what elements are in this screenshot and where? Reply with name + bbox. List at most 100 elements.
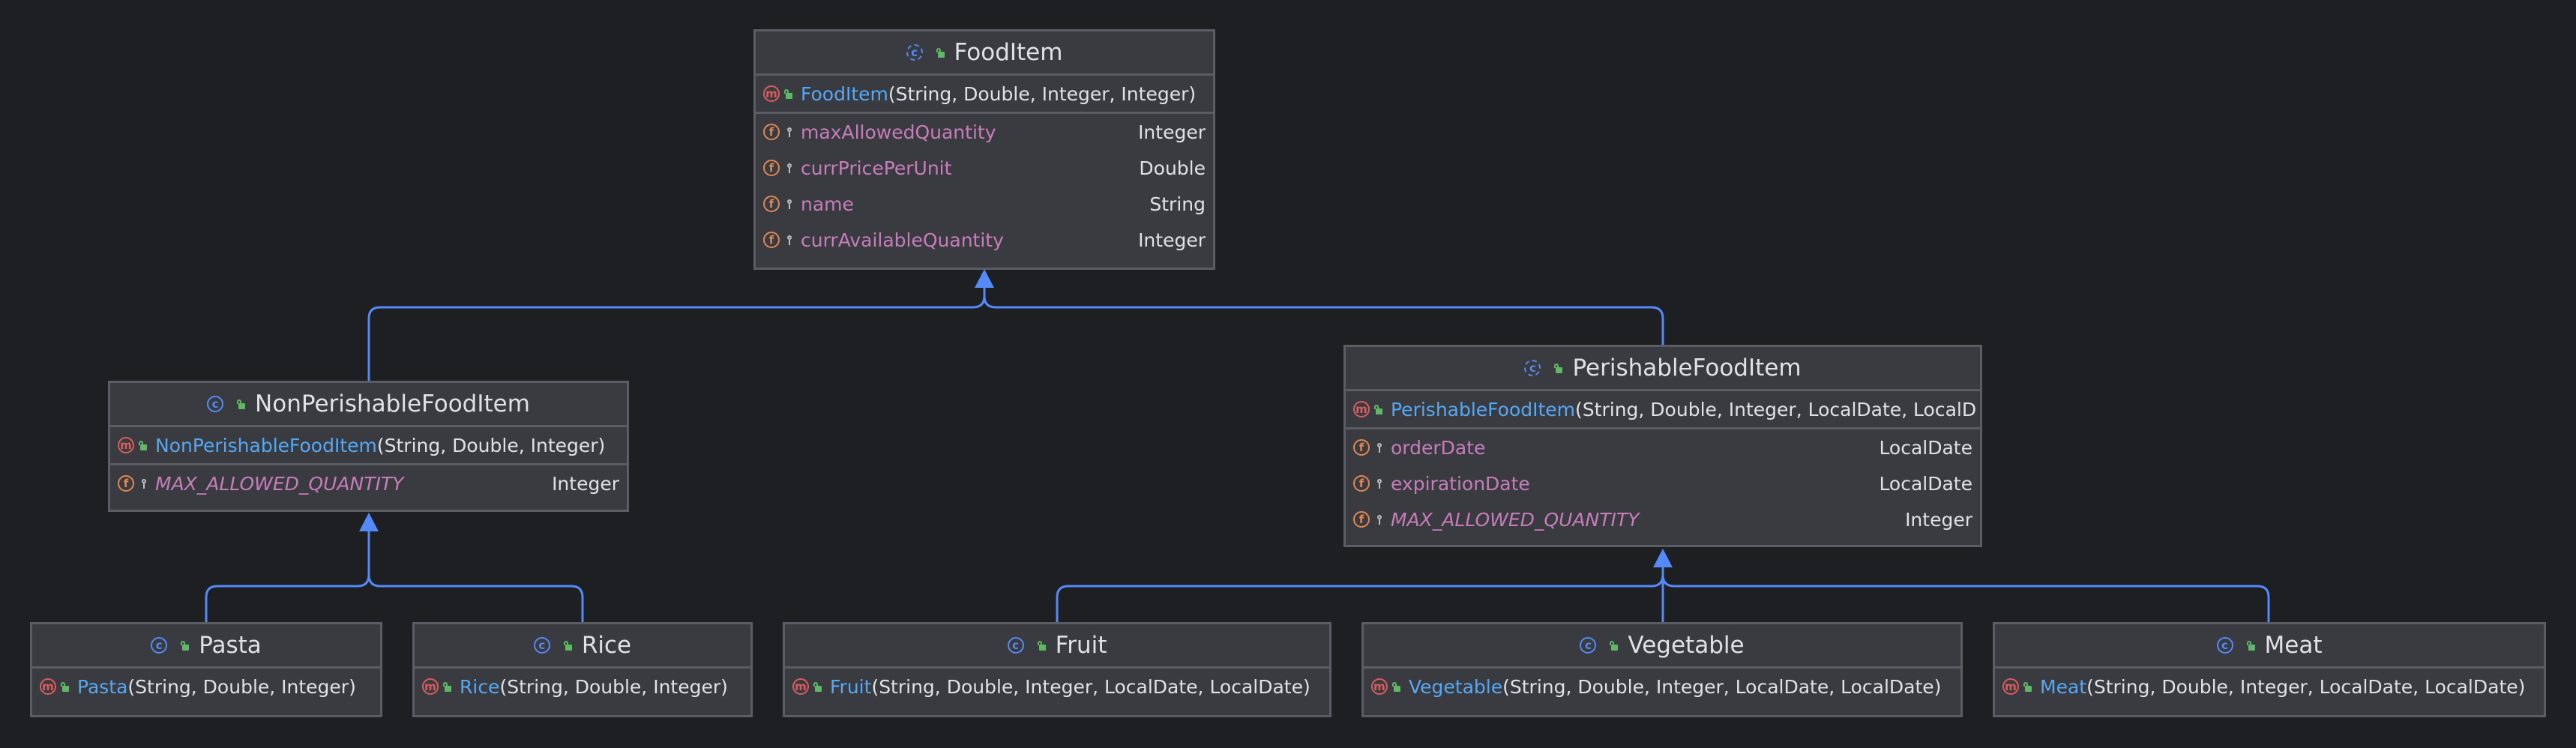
- field-row[interactable]: f name String: [756, 186, 1213, 222]
- class-perishablefooditem[interactable]: c PerishableFoodItem m PerishableFoodIte…: [1343, 345, 1982, 547]
- public-visibility-icon: [1374, 404, 1383, 414]
- field-row[interactable]: f orderDate LocalDate: [1346, 429, 1980, 465]
- class-header: c Fruit: [785, 624, 1329, 669]
- field-icon: f: [1353, 475, 1370, 492]
- class-vegetable[interactable]: c Vegetable m Vegetable(String, Double, …: [1361, 622, 1963, 717]
- constructor-name: PerishableFoodItem: [1391, 398, 1576, 420]
- constructor-row[interactable]: m FoodItem(String, Double, Integer, Inte…: [756, 76, 1213, 114]
- public-visibility-icon: [2246, 640, 2256, 651]
- method-icon: m: [40, 678, 56, 695]
- constructor-row[interactable]: m PerishableFoodItem(String, Double, Int…: [1346, 391, 1980, 429]
- field-name: orderDate: [1391, 436, 1486, 459]
- abstract-class-icon: c: [1524, 360, 1541, 376]
- edge-perishable-to-fooditem: [983, 277, 1664, 345]
- class-name: PerishableFoodItem: [1572, 355, 1802, 381]
- method-icon: m: [792, 678, 809, 695]
- method-icon: m: [2002, 678, 2019, 695]
- edge-nonperishable-to-fooditem: [367, 277, 986, 381]
- class-header: c Rice: [415, 624, 750, 669]
- constructor-params: (String, Double, Integer, LocalDate, Loc…: [871, 675, 1310, 698]
- class-icon: c: [1007, 637, 1024, 654]
- public-visibility-icon: [1610, 640, 1619, 651]
- class-header: c Pasta: [32, 624, 380, 669]
- field-type: Integer: [552, 472, 619, 495]
- field-row[interactable]: f MAX_ALLOWED_QUANTITY Integer: [110, 465, 627, 501]
- edge-rice-to-nonperishable: [367, 526, 584, 622]
- class-icon: c: [151, 637, 168, 654]
- field-row[interactable]: f currPricePerUnit Double: [756, 150, 1213, 186]
- class-pasta[interactable]: c Pasta m Pasta(String, Double, Integer): [30, 622, 382, 717]
- constructor-row[interactable]: m Meat(String, Double, Integer, LocalDat…: [1995, 669, 2544, 705]
- field-icon: f: [763, 124, 780, 140]
- constructor-params: (String, Double, Integer, LocalDate, Loc…: [1575, 398, 1977, 420]
- public-visibility-icon: [443, 681, 452, 692]
- method-icon: m: [1353, 401, 1370, 417]
- constructor-row[interactable]: m Rice(String, Double, Integer): [415, 669, 750, 705]
- private-visibility-icon: [784, 127, 793, 137]
- method-icon: m: [422, 678, 439, 695]
- field-icon: f: [763, 196, 780, 212]
- public-visibility-icon: [181, 640, 190, 651]
- method-icon: m: [763, 85, 780, 102]
- field-icon: f: [763, 232, 780, 248]
- public-visibility-icon: [1392, 681, 1401, 692]
- public-visibility-icon: [813, 681, 822, 692]
- class-meat[interactable]: c Meat m Meat(String, Double, Integer, L…: [1993, 622, 2546, 717]
- private-visibility-icon: [1374, 442, 1383, 453]
- class-icon: c: [533, 637, 550, 654]
- field-icon: f: [1353, 511, 1370, 528]
- private-visibility-icon: [1374, 478, 1383, 489]
- public-visibility-icon: [784, 88, 793, 99]
- private-visibility-icon: [1374, 514, 1383, 525]
- class-nonperishablefooditem[interactable]: c NonPerishableFoodItem m NonPerishableF…: [108, 381, 629, 512]
- class-rice[interactable]: c Rice m Rice(String, Double, Integer): [412, 622, 753, 717]
- private-visibility-icon: [784, 235, 793, 245]
- constructor-name: Vegetable: [1409, 675, 1503, 698]
- constructor-params: (String, Double, Integer): [499, 675, 728, 698]
- constructor-params: (String, Double, Integer): [376, 434, 606, 456]
- constructor-row[interactable]: m Vegetable(String, Double, Integer, Loc…: [1364, 669, 1960, 705]
- class-header: c Meat: [1995, 624, 2544, 669]
- class-name: NonPerishableFoodItem: [255, 390, 530, 417]
- field-type: Integer: [1138, 229, 1206, 251]
- constructor-params: (String, Double, Integer): [127, 675, 356, 698]
- field-type: String: [1149, 193, 1206, 215]
- private-visibility-icon: [139, 478, 148, 489]
- field-name: currPricePerUnit: [801, 157, 952, 179]
- class-fooditem[interactable]: c FoodItem m FoodItem(String, Double, In…: [753, 29, 1215, 270]
- public-visibility-icon: [139, 440, 148, 450]
- field-row[interactable]: f maxAllowedQuantity Integer: [756, 114, 1213, 150]
- class-name: FoodItem: [954, 39, 1063, 66]
- public-visibility-icon: [237, 399, 246, 409]
- constructor-name: Fruit: [830, 675, 872, 698]
- field-name: currAvailableQuantity: [801, 229, 1004, 251]
- abstract-class-icon: c: [906, 44, 923, 61]
- field-type: Integer: [1138, 121, 1206, 143]
- class-name: Vegetable: [1628, 632, 1745, 659]
- field-type: Double: [1139, 157, 1206, 179]
- private-visibility-icon: [784, 163, 793, 173]
- class-header: c PerishableFoodItem: [1346, 347, 1980, 391]
- public-visibility-icon: [1554, 363, 1563, 373]
- arrowhead-nonperishable: [359, 513, 379, 531]
- class-name: Fruit: [1055, 632, 1107, 659]
- constructor-row[interactable]: m Fruit(String, Double, Integer, LocalDa…: [785, 669, 1329, 705]
- field-name: maxAllowedQuantity: [801, 121, 996, 143]
- field-row[interactable]: f currAvailableQuantity Integer: [756, 222, 1213, 258]
- method-icon: m: [1371, 678, 1388, 695]
- field-icon: f: [118, 475, 134, 492]
- field-row[interactable]: f expirationDate LocalDate: [1346, 465, 1980, 501]
- constructor-params: (String, Double, Integer, LocalDate, Loc…: [2086, 675, 2526, 698]
- class-icon: c: [2216, 637, 2233, 654]
- constructor-row[interactable]: m Pasta(String, Double, Integer): [32, 669, 380, 705]
- constructor-name: Rice: [460, 675, 500, 698]
- constructor-row[interactable]: m NonPerishableFoodItem(String, Double, …: [110, 427, 627, 465]
- field-row[interactable]: f MAX_ALLOWED_QUANTITY Integer: [1346, 501, 1980, 537]
- field-name: expirationDate: [1391, 472, 1530, 495]
- class-name: Pasta: [199, 632, 262, 659]
- edge-pasta-to-nonperishable: [205, 526, 370, 622]
- constructor-params: (String, Double, Integer, Integer): [888, 82, 1197, 105]
- constructor-params: (String, Double, Integer, LocalDate, Loc…: [1502, 675, 1942, 698]
- field-name: MAX_ALLOWED_QUANTITY: [1391, 508, 1640, 531]
- class-fruit[interactable]: c Fruit m Fruit(String, Double, Integer,…: [783, 622, 1331, 717]
